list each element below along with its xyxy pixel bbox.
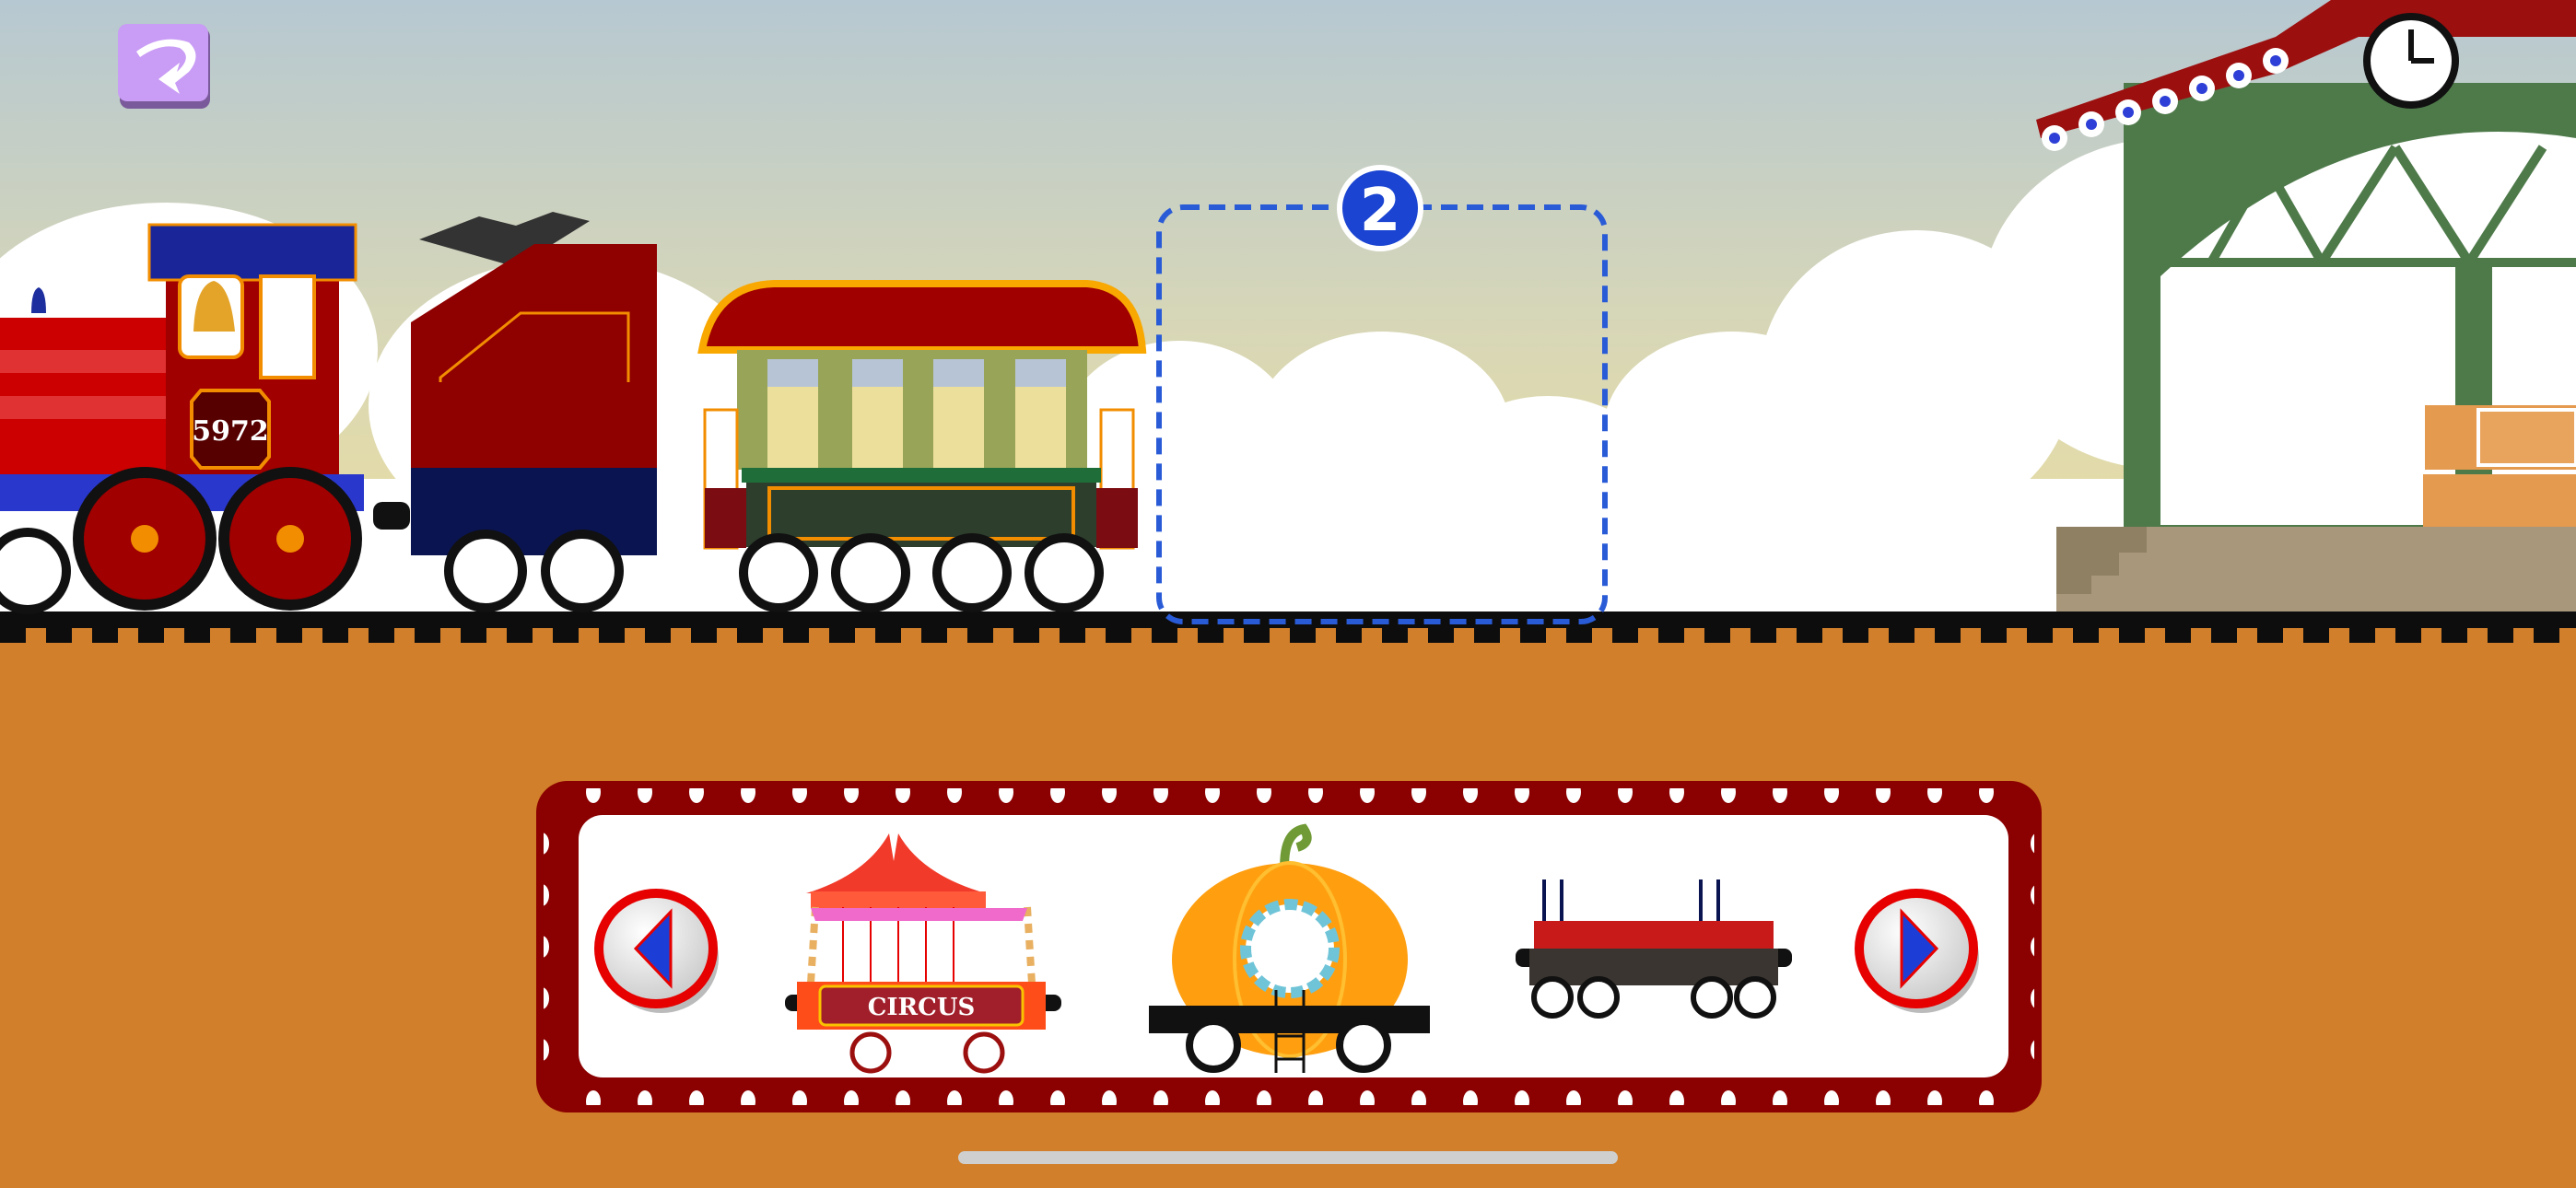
coal-tender[interactable] bbox=[373, 212, 657, 612]
previous-button[interactable] bbox=[594, 889, 719, 1013]
slot-number: 2 bbox=[1360, 177, 1401, 245]
locomotive-number: 5972 bbox=[192, 415, 269, 448]
passenger-coach[interactable] bbox=[697, 280, 1147, 612]
left-arrow-icon bbox=[633, 908, 673, 989]
back-button[interactable] bbox=[118, 24, 210, 109]
empty-car-slot[interactable]: 2 bbox=[1156, 165, 1608, 624]
train-station bbox=[2036, 0, 2576, 617]
back-arrow-icon bbox=[136, 39, 196, 94]
rail bbox=[0, 611, 2576, 628]
home-indicator[interactable] bbox=[958, 1151, 1618, 1164]
locomotive[interactable]: 5972 bbox=[0, 223, 364, 614]
clock-icon bbox=[2363, 13, 2459, 109]
right-arrow-icon bbox=[1900, 908, 1939, 989]
slot-number-badge bbox=[1337, 165, 1423, 251]
circus-car-wheels bbox=[849, 1031, 1005, 1074]
circus-car-label: CIRCUS bbox=[868, 994, 976, 1021]
picker-item-circus-car[interactable]: CIRCUS bbox=[785, 833, 1061, 1074]
picker-item-pumpkin-car[interactable] bbox=[1149, 823, 1430, 1073]
picker-item-flat-car[interactable] bbox=[1516, 879, 1792, 1019]
next-button[interactable] bbox=[1855, 889, 1979, 1013]
